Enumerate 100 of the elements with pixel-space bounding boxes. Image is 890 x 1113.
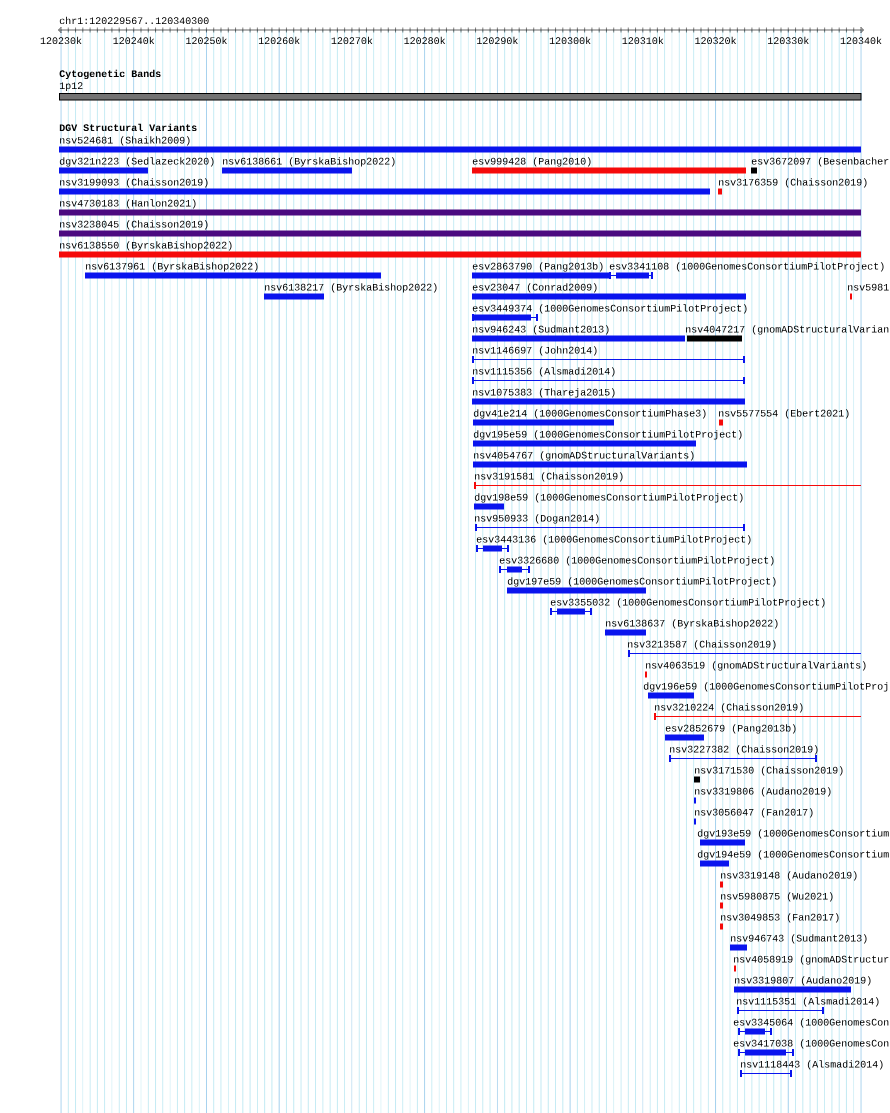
variant-span: nsv3210224 (Chaisson2019) [653, 703, 862, 720]
node-label: nsv950933 (Dogan2014) [475, 514, 599, 524]
variant-bar: esv3345064 (1000GenomesCon [733, 1018, 889, 1035]
locus-label: chr1:120229567..120340300 [59, 16, 209, 25]
tick-label: 120240k [113, 36, 155, 45]
node-label: nsv6138661 (ByrskaBishop2022) [223, 157, 395, 167]
variant-bar: nsv4730183 (Hanlon2021) [59, 199, 861, 216]
tick-label: 120270k [331, 36, 373, 45]
node-label: nsv5980875 (Wu2021) [721, 892, 833, 902]
node-label: dgv321n223 (Sedlazeck2020) [59, 157, 214, 167]
node-label: esv3326680 (1000GenomesConsortiumPilotProject) [499, 556, 774, 566]
variant-bar: esv23047 (Conrad2009) [472, 283, 746, 300]
tick-label: 120260k [258, 36, 300, 45]
node-label: nsv3319807 (Audano2019) [735, 976, 871, 986]
tick-label: 120310k [622, 36, 664, 45]
variant-span: nsv3213587 (Chaisson2019) [627, 640, 862, 657]
variant-bar: nsv3056047 (Fan2017) [694, 808, 813, 825]
track-title: DGV Structural Variants [59, 123, 197, 132]
variant-bar: nsv5577554 (Ebert2021) [719, 409, 849, 426]
node-label: 1p12 [59, 82, 83, 92]
tick-label: 120340k [840, 36, 882, 45]
tick-label: 120230k [40, 36, 82, 45]
cytoband-bar: 1p12 [59, 82, 862, 101]
variant-bar: nsv3049853 (Fan2017) [720, 913, 839, 930]
variant-bar: nsv4054767 (gnomADStructuralVariants) [473, 451, 747, 468]
node-label: esv3443136 (1000GenomesConsortiumPilotProject) [476, 535, 751, 545]
node-label: esv23047 (Conrad2009) [472, 283, 597, 293]
node-label: nsv4047217 (gnomADStructuralVarian [686, 325, 889, 335]
node-label: nsv3213587 (Chaisson2019) [628, 640, 776, 650]
node-label: nsv1146697 (John2014) [473, 346, 597, 356]
node-label: esv3345064 (1000GenomesCon [733, 1018, 889, 1028]
variant-bar: nsv1075383 (Thareja2015) [472, 388, 745, 405]
node-label: nsv5577554 (Ebert2021) [719, 409, 849, 419]
variant-bar: dgv41e214 (1000GenomesConsortiumPhase3) [473, 409, 706, 426]
variant-span: nsv3191581 (Chaisson2019) [473, 472, 862, 489]
variant-bar: nsv3171530 (Chaisson2019) [694, 766, 843, 783]
variant-bar: dgv193e59 (1000GenomesConsortium [697, 829, 889, 846]
node-label: nsv4058919 (gnomADStructur [734, 955, 889, 965]
track-title: Cytogenetic Bands [59, 69, 161, 80]
node-label: nsv1075383 (Thareja2015) [473, 388, 615, 398]
node-label: dgv193e59 (1000GenomesConsortium [697, 829, 889, 839]
node-label: nsv6138637 (ByrskaBishop2022) [606, 619, 778, 629]
node-label: esv3355032 (1000GenomesConsortiumPilotProject) [550, 598, 825, 608]
variant-bar: nsv3199093 (Chaisson2019) [59, 178, 710, 195]
node-label: nsv3056047 (Fan2017) [695, 808, 813, 818]
variant-span: nsv1115356 (Alsmadi2014) [471, 367, 746, 384]
tick-label: 120280k [404, 36, 446, 45]
variant-bar: esv3341108 (1000GenomesConsortiumPilotProject) [608, 262, 884, 279]
node-label: nsv1118443 (Alsmadi2014) [741, 1060, 883, 1070]
node-label: nsv3319806 (Audano2019) [695, 787, 831, 797]
node-label: nsv1115351 (Alsmadi2014) [737, 997, 879, 1007]
variant-bar: nsv4063519 (gnomADStructuralVariants) [645, 661, 866, 678]
variant-bar: nsv6138550 (ByrskaBishop2022) [59, 241, 861, 258]
variant-bar: nsv5981 [848, 283, 889, 300]
node-label: nsv4054767 (gnomADStructuralVariants) [474, 451, 694, 461]
node-label: esv2863790 (Pang2013b) [472, 262, 603, 272]
node-label: nsv3191581 (Chaisson2019) [475, 472, 623, 482]
variant-bar: nsv6138661 (ByrskaBishop2022) [222, 157, 395, 174]
variant-bar: dgv321n223 (Sedlazeck2020) [59, 157, 214, 174]
node-label: nsv6138217 (ByrskaBishop2022) [265, 283, 437, 293]
node-label: nsv946743 (Sudmant2013) [731, 934, 867, 944]
variant-bar: esv3443136 (1000GenomesConsortiumPilotProject) [475, 535, 751, 552]
node-label: nsv5981 [848, 283, 889, 291]
node-label: dgv195e59 (1000GenomesConsortiumPilotProject) [473, 430, 742, 440]
node-label: dgv41e214 (1000GenomesConsortiumPhase3) [473, 409, 706, 419]
variant-span: nsv3227382 (Chaisson2019) [668, 745, 818, 762]
node-label: dgv198e59 (1000GenomesConsortiumPilotProject) [474, 493, 743, 503]
variant-bar: dgv195e59 (1000GenomesConsortiumPilotProject) [473, 430, 742, 447]
variant-bar: esv3417038 (1000GenomesCon [733, 1039, 889, 1056]
variant-span: nsv1146697 (John2014) [471, 346, 746, 363]
node-label: nsv6138550 (ByrskaBishop2022) [60, 241, 232, 251]
tick-label: 120250k [186, 36, 227, 45]
node-label: nsv6137961 (ByrskaBishop2022) [86, 262, 258, 272]
node-label: nsv3210224 (Chaisson2019) [655, 703, 803, 713]
node-label: esv3672097 (Besenbacher [751, 157, 889, 167]
variant-bar: esv2863790 (Pang2013b) [472, 262, 609, 279]
variant-bar: esv3672097 (Besenbacher [751, 157, 889, 174]
tick-label: 120320k [695, 36, 737, 45]
node-label: nsv4730183 (Hanlon2021) [60, 199, 196, 209]
variant-bar: nsv6138637 (ByrskaBishop2022) [605, 619, 778, 636]
variant-bar: dgv197e59 (1000GenomesConsortiumPilotProject) [507, 577, 776, 594]
node-label: esv999428 (Pang2010) [472, 157, 591, 167]
node-label: esv2852679 (Pang2013b) [665, 724, 796, 734]
node-label: nsv524681 (Shaikh2009) [60, 136, 190, 146]
node-label: dgv196e59 (1000GenomesConsortiumPilotProj [643, 682, 888, 692]
variant-bar: nsv6137961 (ByrskaBishop2022) [85, 262, 381, 279]
node-label: dgv197e59 (1000GenomesConsortiumPilotProject) [507, 577, 776, 587]
node-label: nsv3238045 (Chaisson2019) [60, 220, 208, 230]
node-label: dgv194e59 (1000GenomesConsortium [697, 850, 889, 860]
variant-bar: nsv946243 (Sudmant2013) [472, 325, 685, 342]
node-label: nsv946243 (Sudmant2013) [473, 325, 609, 335]
variant-bar: esv3326680 (1000GenomesConsortiumPilotProject) [498, 556, 774, 573]
variant-span: nsv950933 (Dogan2014) [474, 514, 746, 531]
variant-bar: nsv524681 (Shaikh2009) [59, 136, 861, 153]
variant-span: nsv1118443 (Alsmadi2014) [739, 1060, 883, 1077]
variant-bar: nsv4047217 (gnomADStructuralVarian [686, 325, 889, 342]
node-label: nsv3171530 (Chaisson2019) [695, 766, 843, 776]
variant-bar: dgv198e59 (1000GenomesConsortiumPilotProject) [474, 493, 743, 510]
node-label: nsv3176359 (Chaisson2019) [719, 178, 867, 188]
node-label: esv3341108 (1000GenomesConsortiumPilotProject) [609, 262, 884, 272]
